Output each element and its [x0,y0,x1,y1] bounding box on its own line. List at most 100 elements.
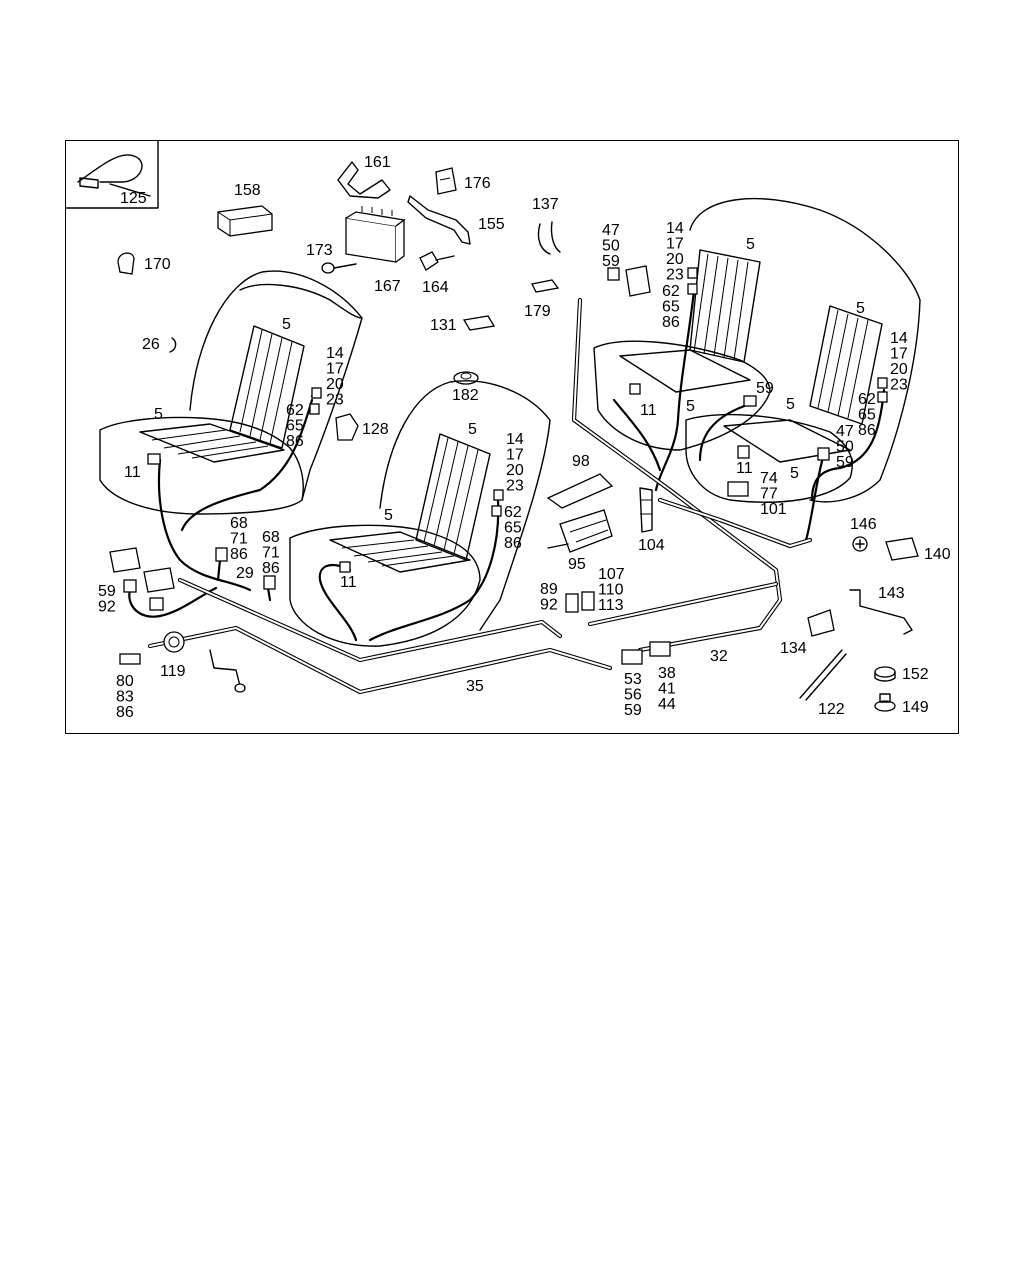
callout-c98: 98 [572,453,590,470]
bolt-164 [419,251,455,271]
holder-95 [547,509,613,553]
grommet-182 [453,371,479,385]
callout-line: 110 [598,582,624,599]
callout-line: 50 [602,238,620,255]
callout-line: 101 [760,501,787,518]
callout-line: 92 [540,597,558,614]
callout-line: 89 [540,581,558,598]
callout-line: 32 [710,648,728,665]
callout-c170: 170 [144,256,171,273]
callout-c137: 137 [532,196,559,213]
callout-line: 86 [504,535,522,552]
callout-c29: 29 [236,565,254,582]
callout-line: 125 [120,190,147,207]
bracket-143 [849,589,913,635]
callout-line: 5 [282,316,291,333]
callout-line: 50 [836,439,854,456]
clip-140 [885,537,919,561]
callout-line: 152 [902,666,929,683]
connectors [119,267,888,665]
front-left-seat [99,270,363,515]
callout-c5a: 5 [282,316,291,333]
callout-line: 20 [666,251,684,268]
callout-line: 62 [286,402,304,419]
callout-line: 20 [326,376,344,393]
plug-131 [462,315,496,331]
callout-c5h: 5 [786,396,795,413]
rod-122 [799,649,847,701]
callout-line: 11 [340,574,357,591]
component-switches-left [109,547,175,593]
bracket-161 [337,161,391,199]
callout-c5c: 5 [468,421,477,438]
callout-line: 59 [836,454,854,471]
callout-line: 11 [640,402,657,419]
callout-line: 134 [780,640,807,657]
callout-c95: 95 [568,556,586,573]
callout-line: 86 [858,422,876,439]
callout-line: 74 [760,470,778,487]
callout-line: 128 [362,421,389,438]
callout-c26: 26 [142,336,160,353]
callout-line: 113 [598,597,624,614]
callout-c5b: 5 [154,406,163,423]
callout-line: 86 [662,314,680,331]
callout-line: 146 [850,516,877,533]
callout-line: 5 [686,398,695,415]
callout-c143: 143 [878,585,905,602]
callout-line: 65 [662,299,680,316]
callout-line: 158 [234,182,261,199]
callout-line: 182 [452,387,479,404]
callout-line: 65 [286,418,304,435]
callout-c167: 167 [374,278,401,295]
callout-c125: 125 [120,190,147,207]
diagram-frame [65,140,959,734]
callout-line: 155 [478,216,505,233]
clip-134 [807,609,835,637]
grommet-152 [874,666,896,682]
callout-c176: 176 [464,175,491,192]
callout-line: 173 [306,242,333,259]
callout-line: 95 [568,556,586,573]
callout-line: 86 [116,704,134,721]
callout-line: 5 [384,507,393,524]
screw-146 [852,536,868,552]
callout-c173: 173 [306,242,333,259]
callout-line: 179 [524,303,551,320]
callout-c5i: 5 [790,465,799,482]
bracket-155 [407,195,471,245]
callout-line: 17 [326,361,344,378]
plug-179 [531,279,560,293]
strap-137 [537,221,561,255]
callout-c5f: 5 [856,300,865,317]
callout-c5d: 5 [384,507,393,524]
motor-119 [163,631,246,693]
callout-line: 23 [326,392,344,409]
callout-line: 167 [374,278,401,295]
callout-line: 5 [856,300,865,317]
callout-line: 29 [236,565,254,582]
callout-c35: 35 [466,678,484,695]
callout-line: 14 [326,345,344,362]
callout-c5g: 5 [686,398,695,415]
cable-tie-part [77,154,151,197]
screw-173 [321,262,357,274]
callout-line: 44 [658,696,676,713]
callout-c161: 161 [364,154,391,171]
callout-c131: 131 [430,317,457,334]
clip-128 [335,413,359,441]
callout-line: 5 [468,421,477,438]
callout-c134: 134 [780,640,807,657]
